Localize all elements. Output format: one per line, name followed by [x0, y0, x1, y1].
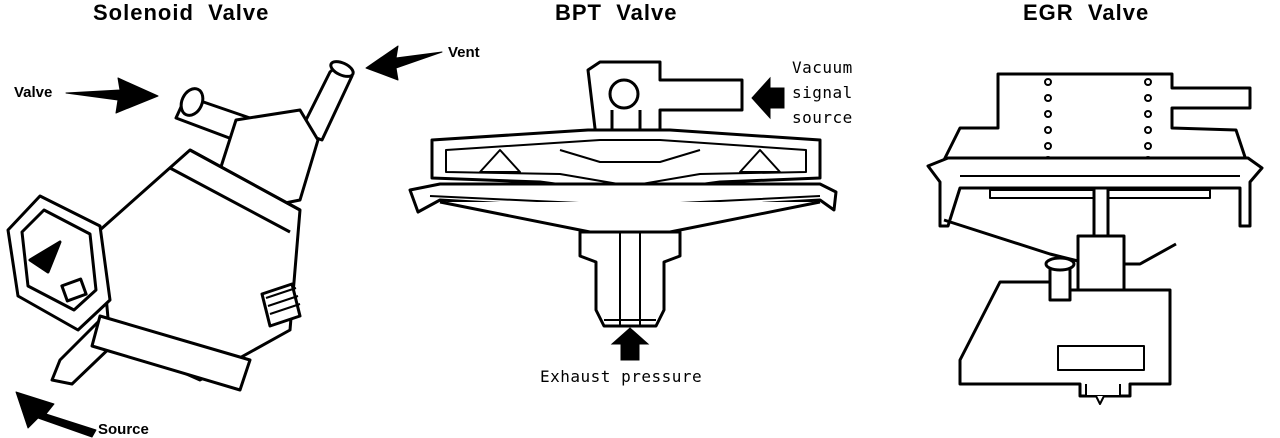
valve-arrow	[65, 77, 159, 114]
source-arrow	[15, 391, 97, 438]
exhaust-arrow	[610, 327, 650, 361]
vacuum-label-line3: source	[792, 108, 853, 127]
valve-label: Valve	[14, 84, 53, 101]
source-label: Source	[98, 421, 149, 438]
solenoid-valve-drawing	[6, 45, 443, 438]
vacuum-arrow	[751, 76, 785, 120]
vacuum-label-line2: signal	[792, 83, 853, 102]
vent-label: Vent	[448, 44, 480, 61]
egr-valve-title: EGR Valve	[1023, 0, 1150, 25]
exhaust-pressure-label: Exhaust pressure	[540, 367, 703, 386]
vacuum-label-line1: Vacuum	[792, 58, 853, 77]
solenoid-valve-title: Solenoid Valve	[93, 0, 270, 25]
bpt-valve-title: BPT Valve	[555, 0, 678, 25]
bpt-valve-drawing	[408, 60, 838, 361]
egr-valve-drawing	[926, 72, 1264, 405]
vent-arrow	[365, 45, 443, 81]
